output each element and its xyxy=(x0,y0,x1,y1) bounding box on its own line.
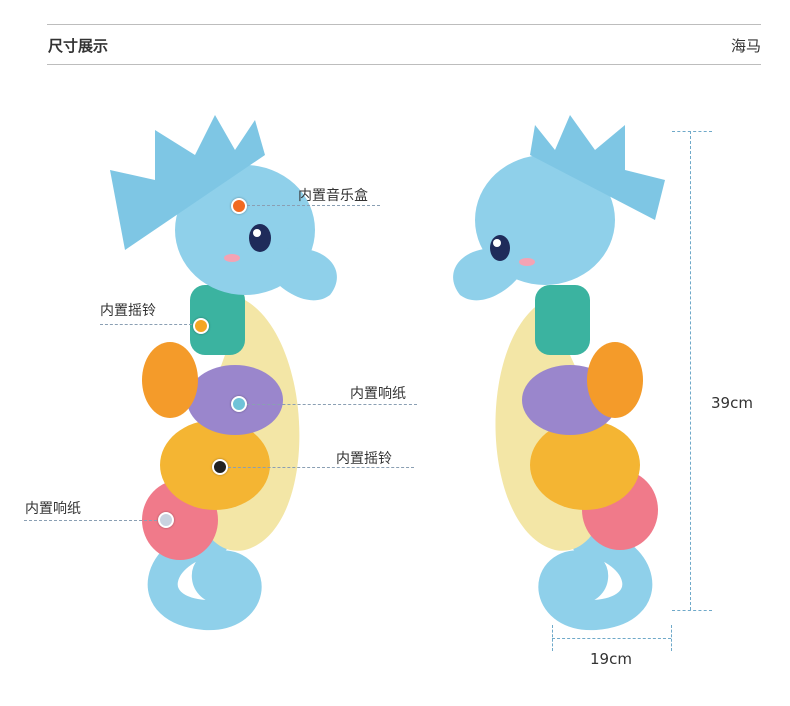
music-box-leader xyxy=(247,205,380,206)
rattle-lower-marker xyxy=(212,459,228,475)
product-name: 海马 xyxy=(730,37,761,55)
section-title: 尺寸展示 xyxy=(48,37,109,55)
rattle-upper-leader xyxy=(100,324,192,325)
height-line xyxy=(690,131,691,610)
crinkle-paper-lower-leader xyxy=(24,520,157,521)
seahorse-side-image xyxy=(453,115,665,631)
rattle-lower-leader xyxy=(228,467,414,468)
height-label: 39cm xyxy=(711,394,753,412)
callout-rattle-upper: 内置摇铃 xyxy=(100,303,156,319)
width-line xyxy=(552,638,671,639)
callout-music-box: 内置音乐盒 xyxy=(298,188,368,204)
callout-crinkle-paper-upper: 内置响纸 xyxy=(350,386,406,402)
rattle-upper-marker xyxy=(193,318,209,334)
header-top-rule xyxy=(47,24,761,25)
music-box-marker xyxy=(231,198,247,214)
header-bottom-rule xyxy=(47,64,761,65)
crinkle-paper-upper-marker xyxy=(231,396,247,412)
crinkle-paper-lower-marker xyxy=(158,512,174,528)
width-right-tick xyxy=(671,625,672,651)
callout-rattle-lower: 内置摇铃 xyxy=(336,451,392,467)
seahorse-front-image xyxy=(110,115,337,631)
height-bottom-tick xyxy=(672,610,712,611)
callout-crinkle-paper-lower: 内置响纸 xyxy=(25,501,81,517)
width-label: 19cm xyxy=(590,650,632,668)
crinkle-paper-upper-leader xyxy=(247,404,417,405)
height-top-tick xyxy=(672,131,712,132)
